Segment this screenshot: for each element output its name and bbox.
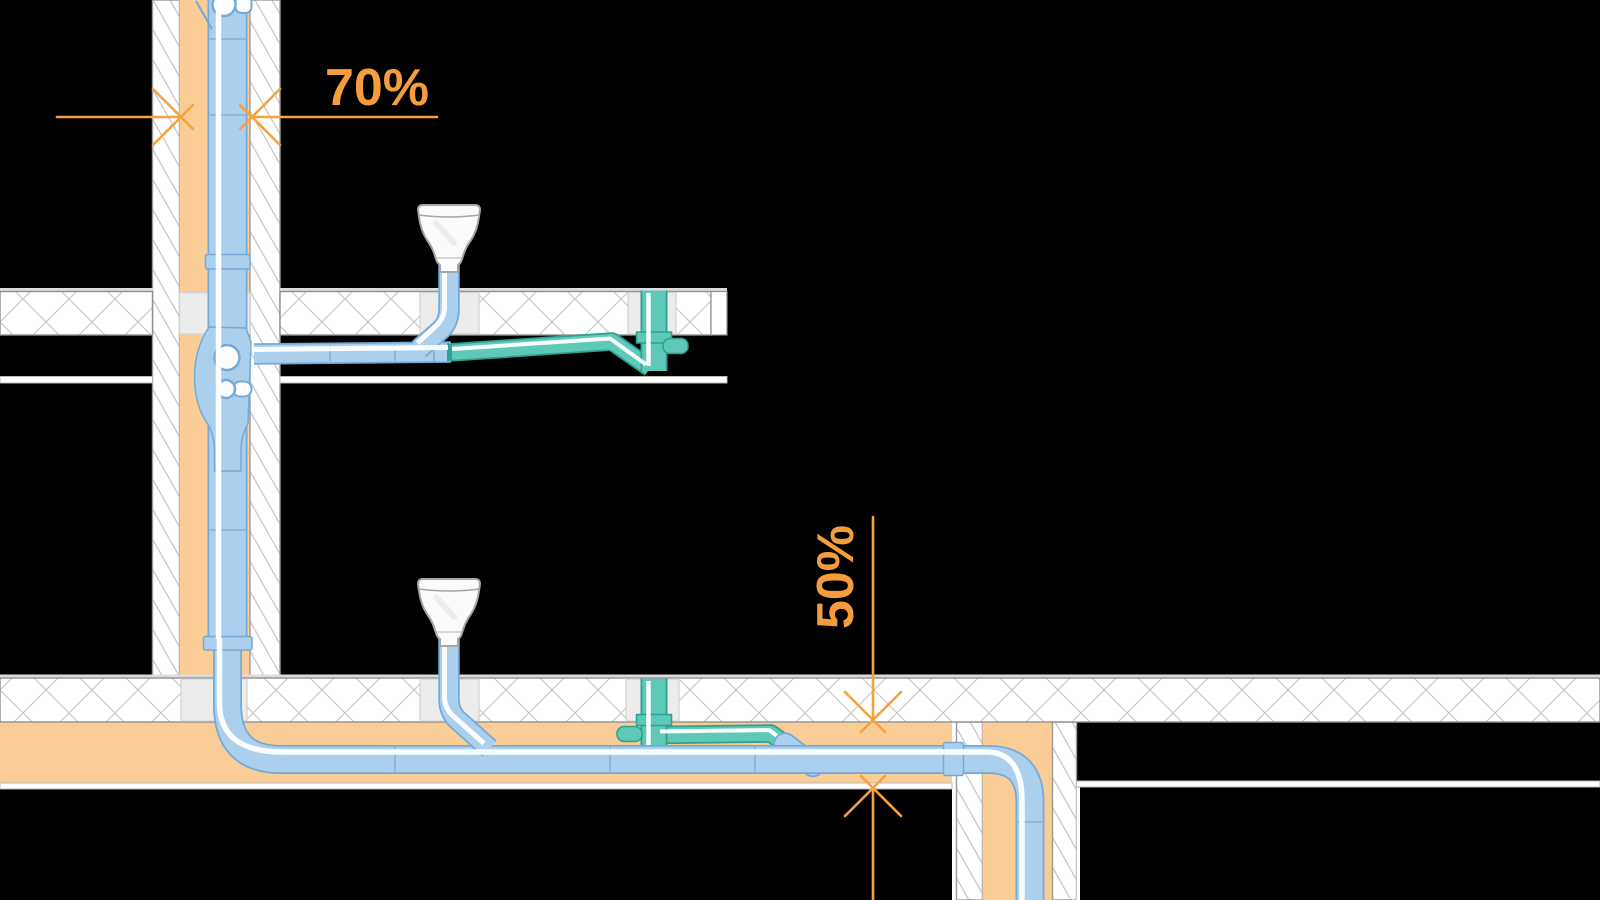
dim-arrow-down bbox=[843, 690, 903, 734]
left-wall-hatch-strip-right bbox=[249, 0, 281, 679]
green-transition-ring bbox=[447, 343, 452, 361]
branch-fill bbox=[253, 343, 452, 363]
green-lower-socket bbox=[635, 713, 673, 727]
blue-stack-pipe bbox=[207, 0, 1045, 900]
floor-run-socket bbox=[942, 741, 965, 777]
upper-floor-slab bbox=[0, 288, 728, 336]
label-70-percent: 70% bbox=[325, 59, 429, 117]
dimension-70-percent bbox=[55, 87, 439, 147]
lower-slab bbox=[0, 677, 1600, 723]
lower-ceiling-right bbox=[1076, 780, 1600, 788]
stack-coupling-lower bbox=[202, 635, 253, 651]
funnel-rim-line bbox=[418, 588, 480, 592]
upper-slab-left bbox=[0, 290, 154, 336]
dim-arrow-up bbox=[843, 774, 903, 818]
funnel-gloss bbox=[433, 594, 457, 620]
upper-outlet-fill bbox=[413, 262, 458, 356]
floor-run-highlight bbox=[216, 639, 1025, 900]
upper-ceiling-right bbox=[279, 376, 728, 384]
top-fitting-diagonal bbox=[195, 0, 213, 30]
branch-highlight bbox=[253, 345, 449, 352]
stack-coupling-upper bbox=[204, 253, 251, 270]
lower-slab-topline bbox=[0, 674, 1600, 678]
right-wall-right-edge-line bbox=[1076, 787, 1080, 900]
lower-outlet-highlight bbox=[442, 634, 486, 746]
upper-ceiling-line bbox=[0, 376, 728, 384]
funnel-lower bbox=[417, 578, 481, 647]
dim-arrow-left bbox=[151, 87, 195, 147]
lower-floor-slab bbox=[0, 674, 1600, 723]
funnel-upper bbox=[417, 204, 481, 273]
green-upper-socket bbox=[635, 331, 673, 344]
floor-run-fill bbox=[214, 639, 1043, 900]
upper-ceiling-left bbox=[0, 376, 153, 384]
upper-slab-topline-left bbox=[0, 288, 153, 292]
top-fitting-stub bbox=[234, 0, 253, 14]
upper-slab-end-face bbox=[710, 290, 728, 336]
label-50-percent: 50% bbox=[807, 525, 865, 629]
left-wall-hatch-strip-left bbox=[151, 0, 181, 679]
green-upper-highlight-h bbox=[451, 336, 648, 367]
funnel-gloss bbox=[433, 220, 457, 246]
lower-ceiling-left bbox=[0, 782, 953, 790]
right-wall-left-edge-line bbox=[952, 722, 957, 900]
upper-slab-topline-right bbox=[280, 288, 727, 292]
green-branch-pipe-upper bbox=[448, 290, 689, 376]
lower-ceiling-line bbox=[0, 780, 1600, 790]
dimension-50-percent bbox=[843, 515, 903, 900]
upper-outlet-highlight bbox=[415, 262, 447, 345]
funnel-rim-line bbox=[418, 214, 480, 218]
pipe-highlights bbox=[215, 0, 1025, 900]
green-upper-side-stub bbox=[662, 337, 689, 355]
right-wall-hatch-strip-right bbox=[1051, 721, 1078, 900]
green-lower-side-stub bbox=[616, 725, 643, 743]
dim-arrow-right bbox=[238, 87, 282, 147]
